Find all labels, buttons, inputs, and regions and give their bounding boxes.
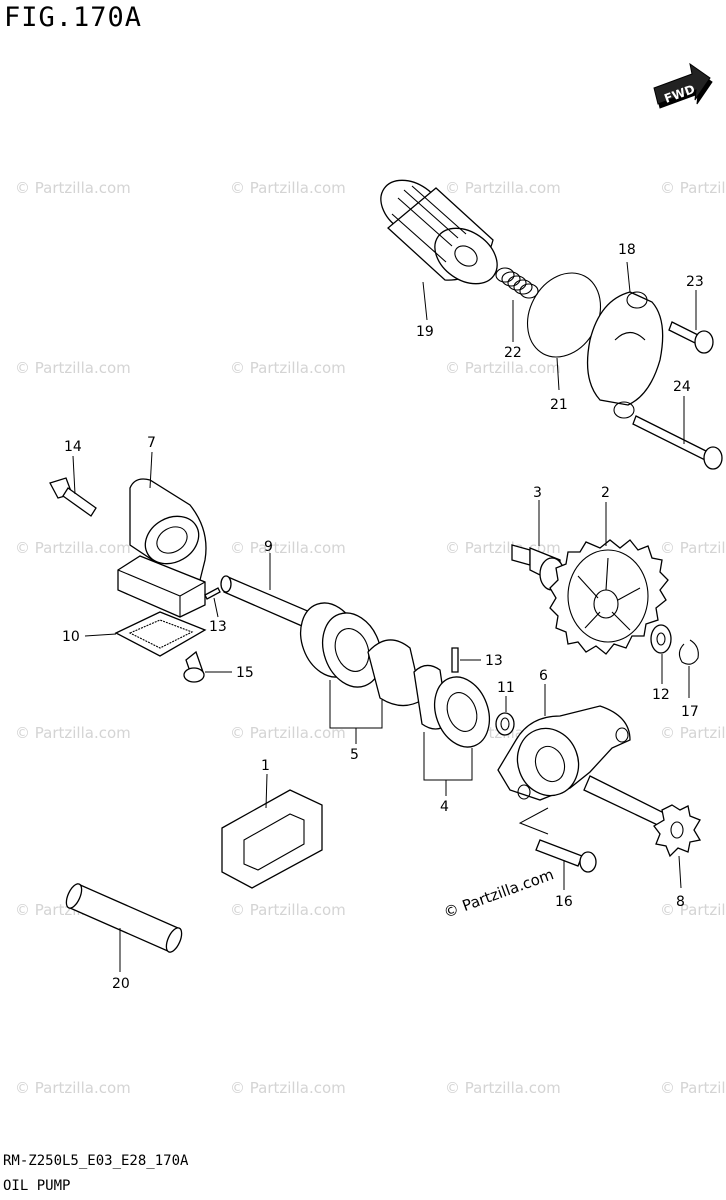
part-12-washer-hole <box>656 632 666 646</box>
watermark: © Partzilla.com <box>230 724 346 742</box>
part-2-driven-gear <box>549 539 669 655</box>
watermark: © Partzilla.com <box>445 179 561 197</box>
part-10-gasket <box>114 611 207 657</box>
part-11-washer-hole <box>500 717 510 731</box>
leader-line <box>265 773 268 809</box>
callout-8: 8 <box>676 894 685 910</box>
callout-4: 4 <box>440 799 449 815</box>
callout-11: 11 <box>497 680 515 696</box>
part-14-bolt <box>49 477 97 517</box>
callout-16: 16 <box>555 894 573 910</box>
watermark: © Partzilla.com <box>445 1079 561 1097</box>
figure-title: FIG.170A <box>4 2 143 33</box>
part-20-filter-tube <box>65 883 183 953</box>
part-4-rotor-set <box>413 664 491 748</box>
leader-line <box>84 633 117 637</box>
callout-24: 24 <box>673 379 691 395</box>
leader-bracket <box>423 732 473 781</box>
callout-12: 12 <box>652 687 670 703</box>
callout-10: 10 <box>62 629 80 645</box>
watermark: © Partzilla.com <box>15 539 131 557</box>
callout-2: 2 <box>601 485 610 501</box>
leader-line <box>678 855 682 889</box>
watermark: © Partzilla.com <box>15 724 131 742</box>
callout-3: 3 <box>533 485 542 501</box>
callout-20: 20 <box>112 976 130 992</box>
callout-19: 19 <box>416 324 434 340</box>
part-16-bolt <box>535 839 597 873</box>
watermark: © Partzilla.com <box>660 1079 726 1097</box>
callout-15: 15 <box>236 665 254 681</box>
callout-13a: 13 <box>209 619 227 635</box>
part-1-pump-gasket <box>221 789 323 889</box>
watermark: © Partzilla.com <box>230 179 346 197</box>
watermark: © Partzilla.com <box>230 539 346 557</box>
part-9-shaft <box>220 575 311 627</box>
part-24-long-bolt <box>632 415 723 470</box>
diagram-code: RM-Z250L5_E03_E28_170A <box>3 1153 189 1169</box>
callout-14: 14 <box>64 439 82 455</box>
leader-line <box>149 451 153 489</box>
callout-23: 23 <box>686 274 704 290</box>
watermark: © Partzilla.com <box>230 901 346 919</box>
watermark: © Partzilla.com <box>15 359 131 377</box>
leader-line <box>213 597 219 618</box>
part-13-pin <box>451 647 459 673</box>
callout-5: 5 <box>350 747 359 763</box>
leader-line <box>626 261 631 293</box>
part-17-circlip <box>678 639 699 665</box>
part-13-pin <box>204 587 221 600</box>
callout-22: 22 <box>504 345 522 361</box>
brand-stamp: © Partzilla.com <box>441 865 556 922</box>
watermark: © Partzilla.com <box>230 359 346 377</box>
part-22-spring <box>495 267 539 299</box>
callout-18: 18 <box>618 242 636 258</box>
watermark: © Partzilla.com <box>445 359 561 377</box>
part-6-pump-body <box>497 705 631 801</box>
part-12-washer <box>650 624 672 654</box>
part-19-oil-filter <box>380 179 498 285</box>
assembly-guide-line <box>518 807 549 835</box>
leader-line <box>556 357 560 391</box>
fwd-arrow-icon: FWD <box>653 62 713 109</box>
callout-1: 1 <box>261 758 270 774</box>
watermark: © Partzilla.com <box>15 1079 131 1097</box>
callout-21: 21 <box>550 397 568 413</box>
part-8-pump-shaft <box>583 775 702 858</box>
part-11-washer <box>495 712 515 736</box>
watermark: © Partzilla.com <box>230 1079 346 1097</box>
watermark: © Partzilla.com <box>660 179 726 197</box>
leader-line <box>72 455 76 495</box>
callout-6: 6 <box>539 668 548 684</box>
callout-9: 9 <box>264 539 273 555</box>
part-15-bolt <box>183 650 205 683</box>
watermark: © Partzilla.com <box>660 724 726 742</box>
callout-7: 7 <box>147 435 156 451</box>
callout-17: 17 <box>681 704 699 720</box>
diagram-name: OIL PUMP <box>3 1178 71 1194</box>
part-18-filter-cover <box>586 291 664 419</box>
watermark: © Partzilla.com <box>660 539 726 557</box>
watermark: © Partzilla.com <box>15 179 131 197</box>
part-7-strainer-housing <box>117 478 207 618</box>
part-23-bolt <box>668 321 714 354</box>
watermark: © Partzilla.com <box>660 901 726 919</box>
part-5-outer-rotor <box>300 602 382 688</box>
leader-line <box>422 281 428 321</box>
callout-13b: 13 <box>485 653 503 669</box>
